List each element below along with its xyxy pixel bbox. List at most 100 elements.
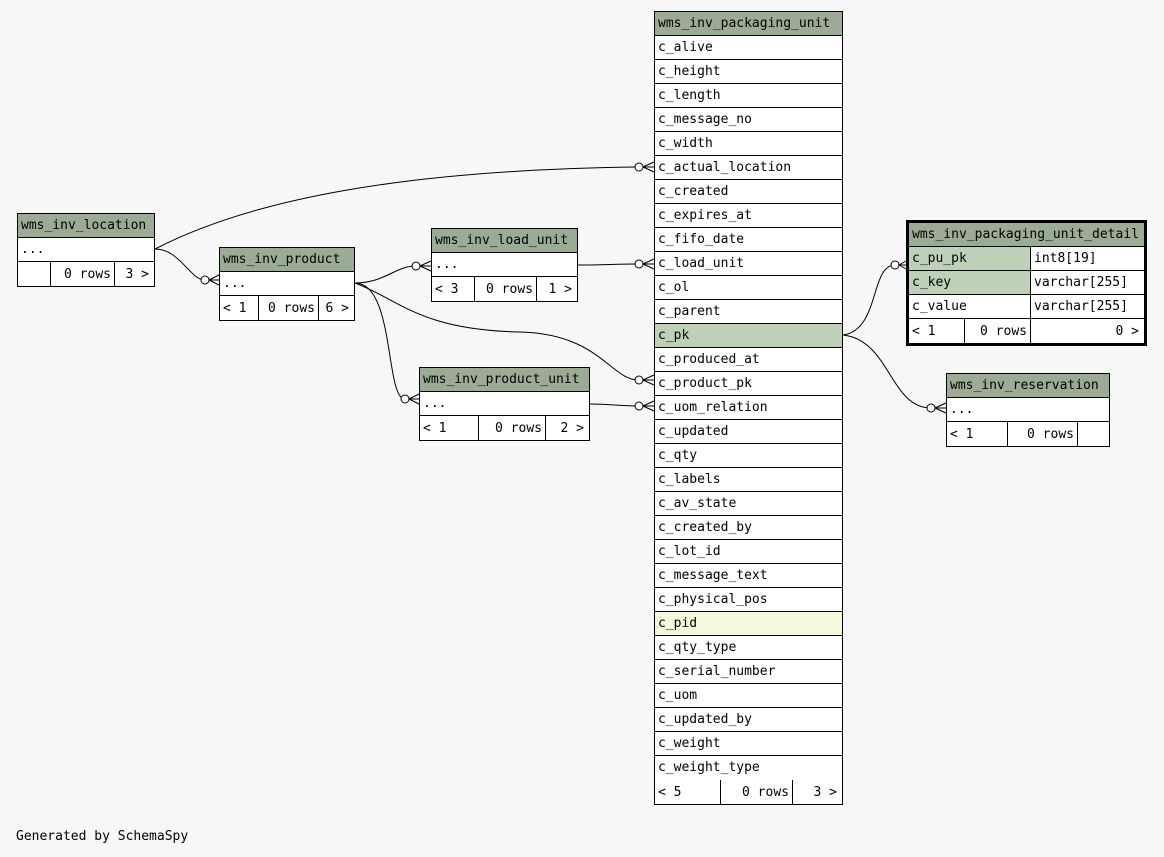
table-row: c_actual_location bbox=[655, 156, 842, 180]
table-wms-inv-reservation[interactable]: wms_inv_reservation ... < 1 0 rows bbox=[946, 373, 1110, 447]
table-header[interactable]: wms_inv_packaging_unit_detail bbox=[909, 223, 1144, 247]
table-row: c_message_no bbox=[655, 108, 842, 132]
table-row: c_qty bbox=[655, 444, 842, 468]
table-row: c_labels bbox=[655, 468, 842, 492]
table-row: c_pu_pk int8[19] bbox=[909, 247, 1144, 271]
table-wms-inv-packaging-unit-detail[interactable]: wms_inv_packaging_unit_detail c_pu_pk in… bbox=[906, 220, 1147, 346]
table-row: c_key varchar[255] bbox=[909, 271, 1144, 295]
footer-rows: 0 rows bbox=[475, 277, 537, 301]
table-row: c_message_text bbox=[655, 564, 842, 588]
table-row: c_load_unit bbox=[655, 252, 842, 276]
table-header[interactable]: wms_inv_packaging_unit bbox=[655, 12, 842, 36]
table-row: c_created bbox=[655, 180, 842, 204]
edge-location-packaging-actual-location bbox=[154, 166, 640, 250]
column-type: varchar[255] bbox=[1034, 299, 1128, 314]
table-header[interactable]: wms_inv_location bbox=[18, 214, 154, 238]
table-row: c_weight_type bbox=[658, 760, 760, 775]
edge-crowfoot-circle bbox=[890, 260, 900, 270]
table-row: c_updated_by bbox=[655, 708, 842, 732]
edge-crowfoot-circle bbox=[200, 275, 210, 285]
edge-packaging-detail bbox=[842, 264, 896, 336]
table-row: ... bbox=[220, 272, 354, 296]
table-wms-inv-load-unit[interactable]: wms_inv_load_unit ... < 3 0 rows 1 > bbox=[431, 228, 578, 302]
column-name: c_key bbox=[909, 271, 1031, 294]
edge-product-packaging-product-pk bbox=[354, 282, 640, 381]
footer-parents: < 1 bbox=[947, 422, 1008, 446]
table-row: c_width bbox=[655, 132, 842, 156]
footer-parents: < 5 bbox=[655, 780, 721, 804]
edge-crowfoot bbox=[419, 260, 432, 272]
table-row: c_physical_pos bbox=[655, 588, 842, 612]
footer-parents bbox=[18, 262, 51, 286]
table-row: c_lot_id bbox=[655, 540, 842, 564]
table-footer: < 3 0 rows 1 > bbox=[432, 277, 577, 301]
table-row: c_weight bbox=[655, 732, 842, 756]
table-row: c_product_pk bbox=[655, 372, 842, 396]
edge-crowfoot-circle bbox=[400, 394, 410, 404]
table-row: c_created_by bbox=[655, 516, 842, 540]
table-row: c_produced_at bbox=[655, 348, 842, 372]
footer-children bbox=[1078, 422, 1109, 446]
edge-load-unit-packaging bbox=[577, 263, 640, 266]
table-footer: < 1 0 rows bbox=[947, 422, 1109, 446]
table-wms-inv-product-unit[interactable]: wms_inv_product_unit ... < 1 0 rows 2 > bbox=[419, 367, 590, 441]
table-row: ... bbox=[18, 238, 154, 262]
table-row: ... bbox=[432, 253, 577, 277]
footer-rows: 0 rows bbox=[721, 780, 793, 804]
edge-crowfoot-circle bbox=[634, 401, 644, 411]
footer-parents: < 1 bbox=[420, 416, 479, 440]
column-name: c_value bbox=[909, 295, 1031, 318]
table-row: c_ol bbox=[655, 276, 842, 300]
edge-crowfoot-circle bbox=[411, 261, 421, 271]
edge-crowfoot-circle bbox=[926, 403, 936, 413]
footer-rows: 0 rows bbox=[965, 319, 1031, 343]
column-name: c_pu_pk bbox=[909, 247, 1031, 270]
footer-parents: < 1 bbox=[909, 319, 965, 343]
footer-children: 3 > bbox=[125, 266, 149, 282]
edge-crowfoot bbox=[934, 402, 947, 414]
table-row: c_expires_at bbox=[655, 204, 842, 228]
table-row: c_parent bbox=[655, 300, 842, 324]
table-row: c_value varchar[255] bbox=[909, 295, 1144, 319]
table-header[interactable]: wms_inv_load_unit bbox=[432, 229, 577, 253]
table-row: ... bbox=[420, 392, 589, 416]
footer-children: 3 > bbox=[813, 784, 837, 800]
table-row: c_height bbox=[655, 60, 842, 84]
table-footer: < 1 0 rows 6 > bbox=[220, 296, 354, 320]
table-row: c_uom_relation bbox=[655, 396, 842, 420]
footer-children: 1 > bbox=[548, 281, 572, 297]
edge-product-unit-packaging bbox=[589, 403, 640, 407]
table-row: c_pid bbox=[655, 612, 842, 636]
footer-parents: < 3 bbox=[432, 277, 475, 301]
footer-children: 6 > bbox=[325, 300, 349, 316]
footer-rows: 0 rows bbox=[51, 262, 115, 286]
column-type: varchar[255] bbox=[1031, 271, 1144, 294]
table-wms-inv-product[interactable]: wms_inv_product ... < 1 0 rows 6 > bbox=[219, 247, 355, 321]
edge-crowfoot-circle bbox=[634, 375, 644, 385]
table-header[interactable]: wms_inv_product bbox=[220, 248, 354, 272]
table-header[interactable]: wms_inv_product_unit bbox=[420, 368, 589, 392]
edge-crowfoot bbox=[408, 393, 420, 405]
edge-product-product-unit bbox=[354, 282, 406, 400]
footer-rows: 0 rows bbox=[1008, 422, 1078, 446]
column-type: int8[19] bbox=[1031, 247, 1144, 270]
table-header[interactable]: wms_inv_reservation bbox=[947, 374, 1109, 398]
table-row: c_serial_number bbox=[655, 660, 842, 684]
table-row: c_length bbox=[655, 84, 842, 108]
table-wms-inv-location[interactable]: wms_inv_location ... 0 rows 3 > bbox=[17, 213, 155, 287]
edge-crowfoot bbox=[642, 400, 655, 412]
table-row: c_fifo_date bbox=[655, 228, 842, 252]
table-row: ... bbox=[947, 398, 1109, 422]
edge-packaging-reservation bbox=[842, 334, 932, 409]
table-row: c_updated bbox=[655, 420, 842, 444]
table-row: c_av_state bbox=[655, 492, 842, 516]
footer-parents: < 1 bbox=[220, 296, 259, 320]
edge-location-product bbox=[154, 248, 206, 281]
footer-rows: 0 rows bbox=[259, 296, 319, 320]
table-footer: 0 rows 3 > bbox=[18, 262, 154, 286]
table-row: c_pk bbox=[655, 324, 842, 348]
edge-crowfoot bbox=[642, 374, 655, 386]
table-footer: < 1 0 rows 2 > bbox=[420, 416, 589, 440]
